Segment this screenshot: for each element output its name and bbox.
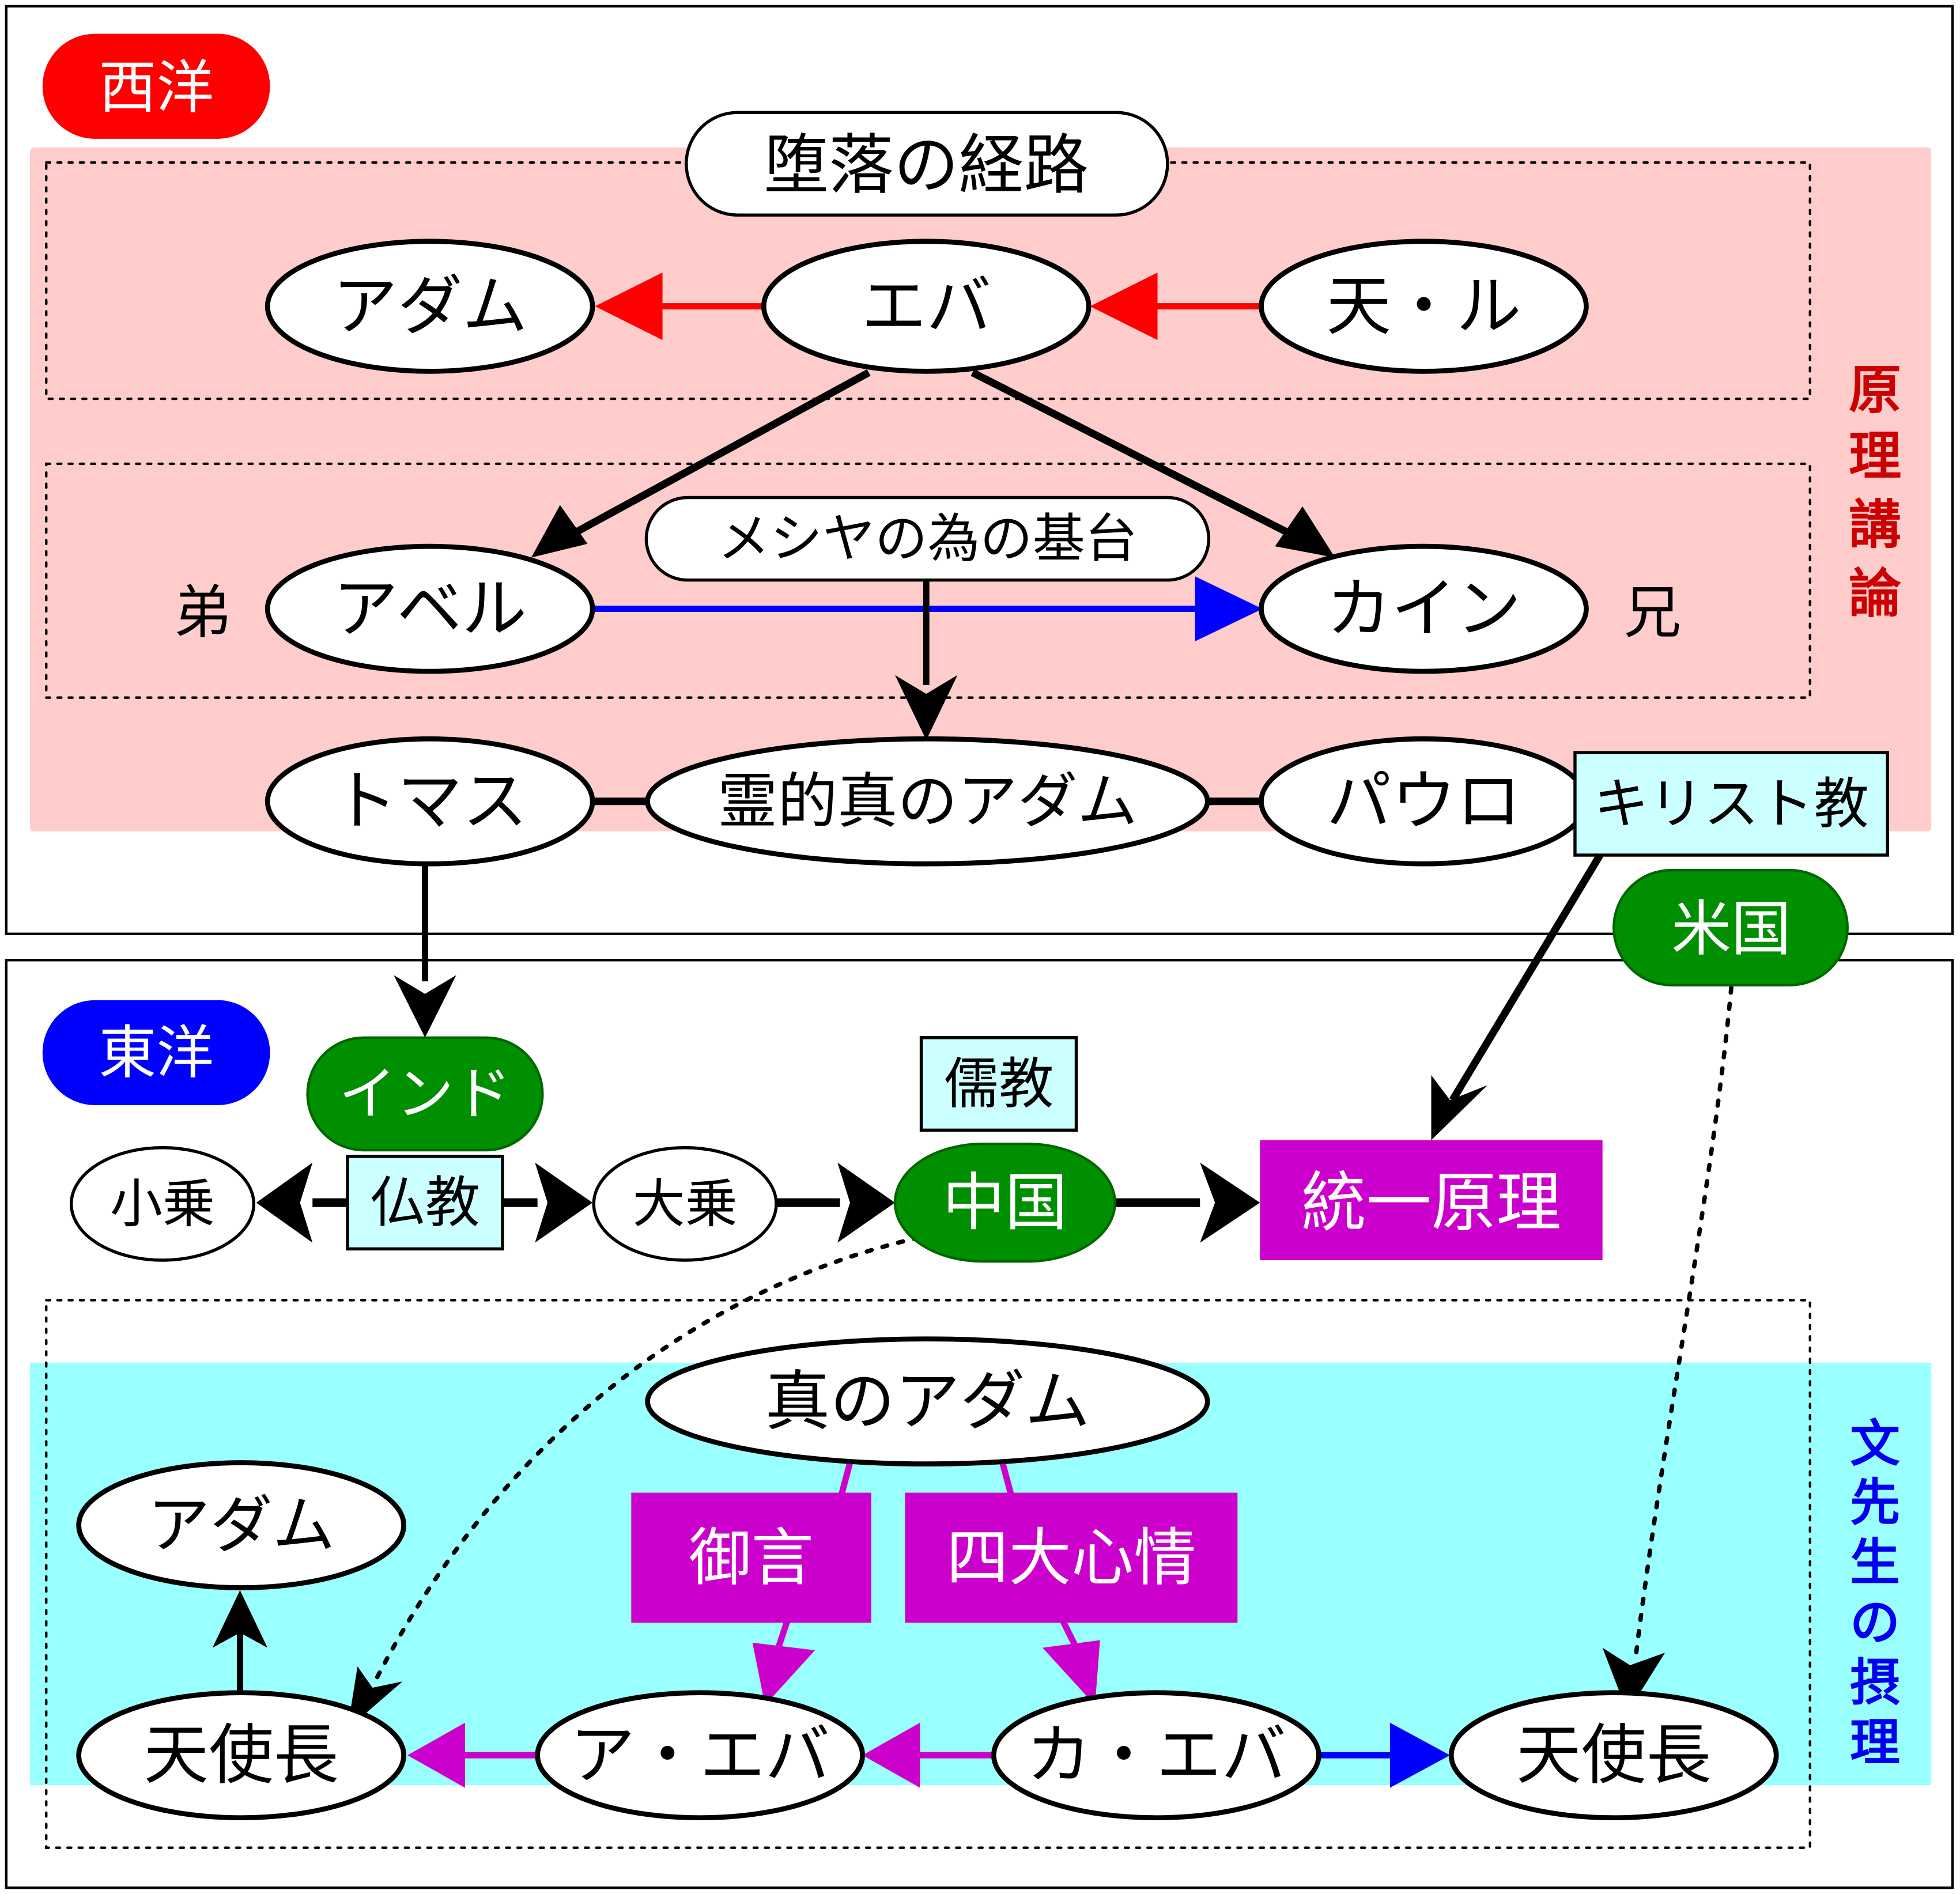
node-christianity: キリスト教: [1573, 751, 1889, 857]
node-adam-east: アダム: [76, 1460, 406, 1590]
fall-route-title: 堕落の経路: [685, 111, 1169, 217]
node-label: アダム: [148, 1488, 335, 1562]
edge-china-to-archangel-dotted: [372, 1235, 922, 1684]
node-label: 御言: [689, 1521, 814, 1594]
arrowhead-magenta: [407, 1722, 465, 1788]
node-archangel-left: 天使長: [76, 1690, 406, 1820]
node-eve-west: エバ: [761, 239, 1092, 374]
younger-brother-label: 弟: [174, 579, 232, 647]
providence-char: 生: [1850, 1534, 1900, 1592]
principle-char: 講: [1849, 494, 1901, 555]
edge-eve-to-abel: [548, 369, 871, 550]
node-label: 天使長: [143, 1717, 338, 1793]
principle-char: 論: [1849, 564, 1901, 625]
arrowhead-black: [1602, 1647, 1666, 1713]
arrowhead-black: [212, 1590, 268, 1648]
node-label: 天使長: [1516, 1717, 1711, 1793]
elder-brother-label: 兄: [1624, 579, 1682, 647]
node-four-great-hearts: 四大心情: [905, 1492, 1238, 1623]
arrowhead-magenta: [752, 1642, 815, 1706]
foundation-title-text: メシヤの為の基台: [717, 508, 1138, 569]
node-label: パウロ: [1326, 763, 1521, 840]
node-india: インド: [306, 1036, 544, 1152]
arrowhead-red: [1090, 272, 1158, 341]
arrowhead-black: [895, 675, 958, 740]
node-adam-west: アダム: [265, 239, 595, 374]
arrowhead-magenta: [862, 1722, 920, 1788]
arrowhead-black: [394, 975, 456, 1038]
node-label: アダム: [333, 269, 527, 345]
principle-char: 理: [1849, 426, 1901, 487]
node-spiritual-true-adam: 霊的真のアダム: [645, 736, 1210, 867]
node-label: カ・エバ: [1026, 1717, 1286, 1793]
east-badge: 東洋: [42, 1000, 270, 1105]
node-label: 中国: [942, 1166, 1067, 1239]
west-badge-label: 西洋: [99, 54, 214, 121]
arrowhead-black: [1431, 1075, 1488, 1140]
providence-char: 理: [1850, 1714, 1900, 1772]
node-label: エバ: [861, 269, 991, 345]
node-china: 中国: [893, 1143, 1116, 1263]
providence-char: 先: [1850, 1473, 1900, 1532]
node-abel: アベル: [265, 543, 595, 674]
node-label: 霊的真のアダム: [717, 766, 1138, 837]
arrowhead-red: [595, 272, 663, 341]
node-lucifer: 天・ル: [1259, 239, 1589, 374]
edge-eve-to-cain: [970, 369, 1317, 550]
node-a-eve: ア・エバ: [535, 1690, 865, 1820]
node-label: アベル: [333, 571, 527, 647]
edge-christianity-to-unification: [1449, 853, 1603, 1102]
node-label: 天・ル: [1326, 269, 1521, 345]
providence-side-label: 文 先 生 の 摂 理: [1850, 1415, 1900, 1772]
arrowhead-blue: [1195, 576, 1263, 642]
node-confucianism: 儒教: [919, 1036, 1078, 1132]
west-badge: 西洋: [42, 33, 270, 139]
node-paul: パウロ: [1259, 736, 1589, 867]
principle-char: 原: [1849, 360, 1901, 421]
node-label: 大乗: [633, 1173, 738, 1234]
arrowhead-blue: [1389, 1722, 1451, 1788]
arrowhead-magenta: [1042, 1640, 1100, 1706]
node-words: 御言: [631, 1492, 871, 1623]
providence-char: 文: [1850, 1415, 1900, 1473]
node-ka-eve: カ・エバ: [991, 1690, 1321, 1820]
node-label: トマス: [333, 763, 527, 840]
node-usa: 米国: [1612, 868, 1849, 986]
fall-route-title-text: 堕落の経路: [764, 127, 1089, 203]
node-mahayana: 大乗: [592, 1146, 778, 1262]
principle-side-label: 原 理 講 論: [1849, 360, 1901, 625]
node-cain: カイン: [1259, 543, 1589, 674]
foundation-title: メシヤの為の基台: [644, 496, 1211, 582]
arrowhead-black: [535, 1162, 593, 1243]
node-label: カイン: [1326, 571, 1521, 647]
node-label: 仏教: [370, 1170, 480, 1235]
node-buddhism: 仏教: [346, 1155, 504, 1251]
node-label: 統一原理: [1301, 1165, 1561, 1241]
fall-edges: [531, 272, 1335, 806]
node-true-adam: 真のアダム: [645, 1336, 1210, 1466]
node-label: 真のアダム: [765, 1363, 1090, 1439]
edge-words-to-a-eve: [774, 1619, 791, 1651]
edge-usa-to-archangel-dotted: [1633, 985, 1734, 1665]
node-label: キリスト教: [1594, 772, 1869, 836]
node-label: 米国: [1671, 894, 1791, 964]
node-label: 四大心情: [946, 1521, 1196, 1594]
node-unification-principle: 統一原理: [1260, 1140, 1603, 1260]
node-hinayana: 小乗: [69, 1146, 256, 1262]
node-label: 儒教: [944, 1052, 1054, 1116]
providence-char: 摂: [1850, 1654, 1900, 1712]
node-archangel-right: 天使長: [1448, 1690, 1779, 1820]
node-label: ア・エバ: [570, 1717, 830, 1793]
east-badge-label: 東洋: [99, 1019, 214, 1086]
arrowhead-black: [1275, 506, 1335, 558]
providence-char: の: [1850, 1594, 1900, 1652]
node-thomas: トマス: [265, 736, 595, 867]
providence-dotted-box: [45, 1299, 1811, 1849]
node-label: 小乗: [110, 1173, 215, 1234]
arrowhead-black: [837, 1162, 896, 1243]
arrowhead-black: [256, 1162, 313, 1243]
arrowhead-black: [531, 505, 588, 558]
arrowhead-black: [1200, 1162, 1260, 1243]
node-label: インド: [339, 1060, 511, 1128]
